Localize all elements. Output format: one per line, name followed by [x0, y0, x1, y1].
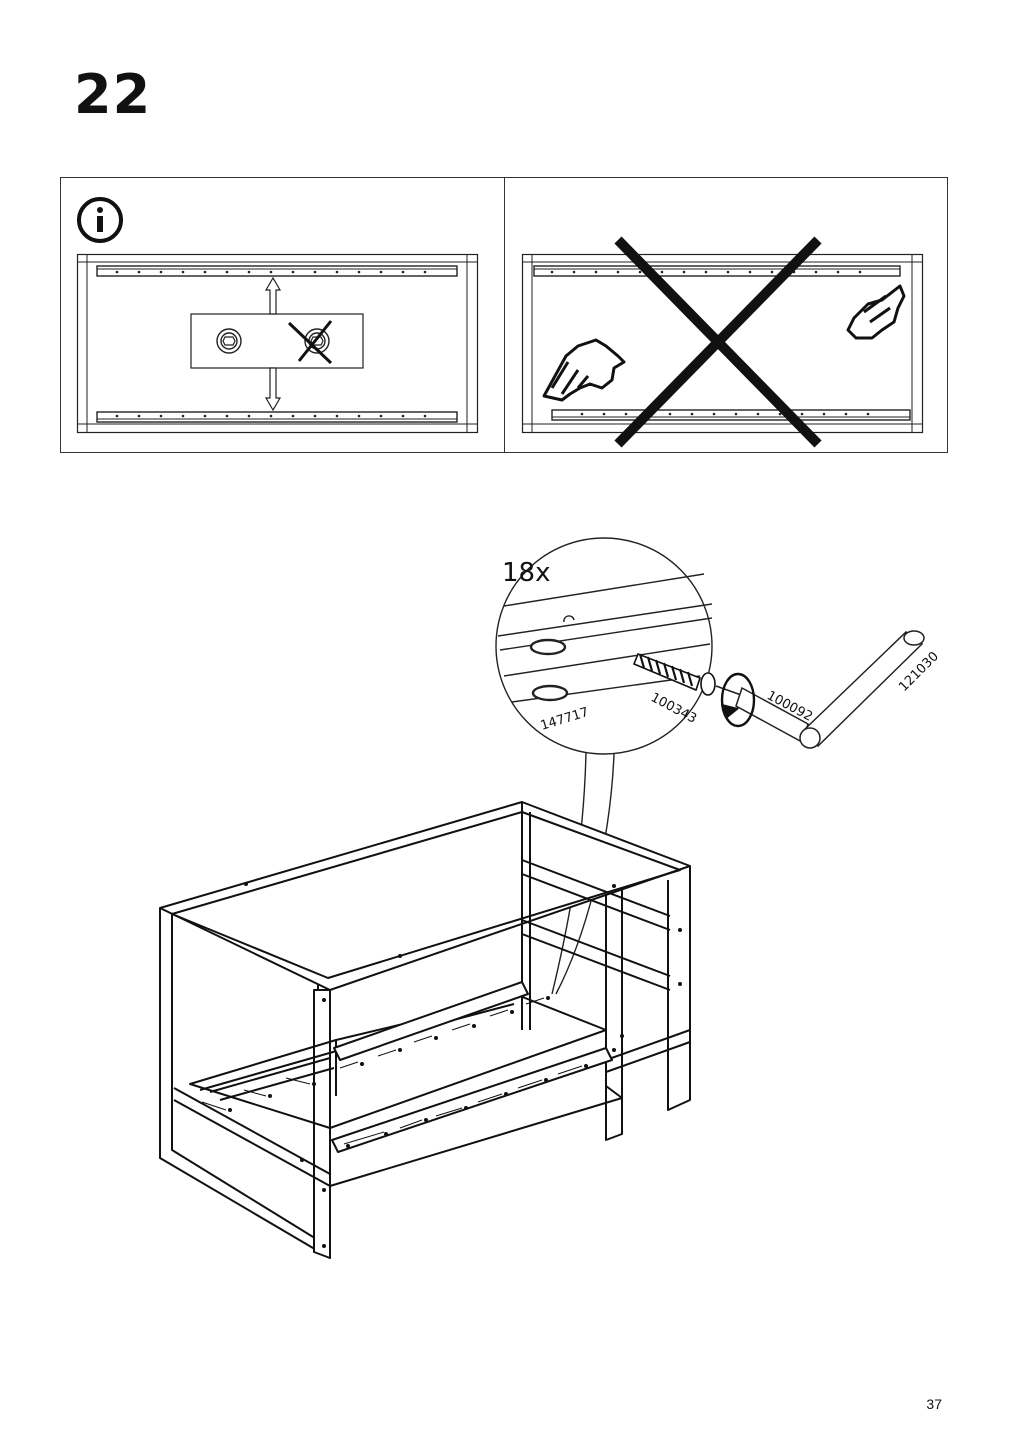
detail-callout: 18x 100343 147717 100092 121030 — [495, 537, 942, 995]
quantity-label: 18x — [502, 558, 550, 588]
screw-dashes — [201, 997, 583, 1145]
hand-pointing-icon — [542, 338, 626, 402]
hand-pointing-icon — [846, 284, 906, 340]
incorrect-orientation-diagram — [521, 236, 924, 448]
page-number: 37 — [926, 1396, 942, 1412]
crossed-bolt-icon — [287, 320, 333, 365]
correct-orientation-diagram — [76, 253, 479, 434]
panel-divider — [504, 178, 505, 452]
bed-frame-drawing — [159, 801, 691, 1259]
large-cross-icon — [614, 236, 822, 448]
hex-bolt-icon — [216, 328, 242, 354]
info-panel — [60, 177, 948, 453]
step-number: 22 — [74, 63, 152, 126]
hex-key-icon — [715, 630, 925, 749]
info-icon — [77, 197, 123, 243]
screw-markers — [228, 882, 682, 1248]
screw-icon — [632, 652, 716, 696]
rotate-clockwise-icon — [720, 672, 756, 728]
assembly-illustration: 18x 100343 147717 100092 121030 — [159, 537, 942, 1259]
